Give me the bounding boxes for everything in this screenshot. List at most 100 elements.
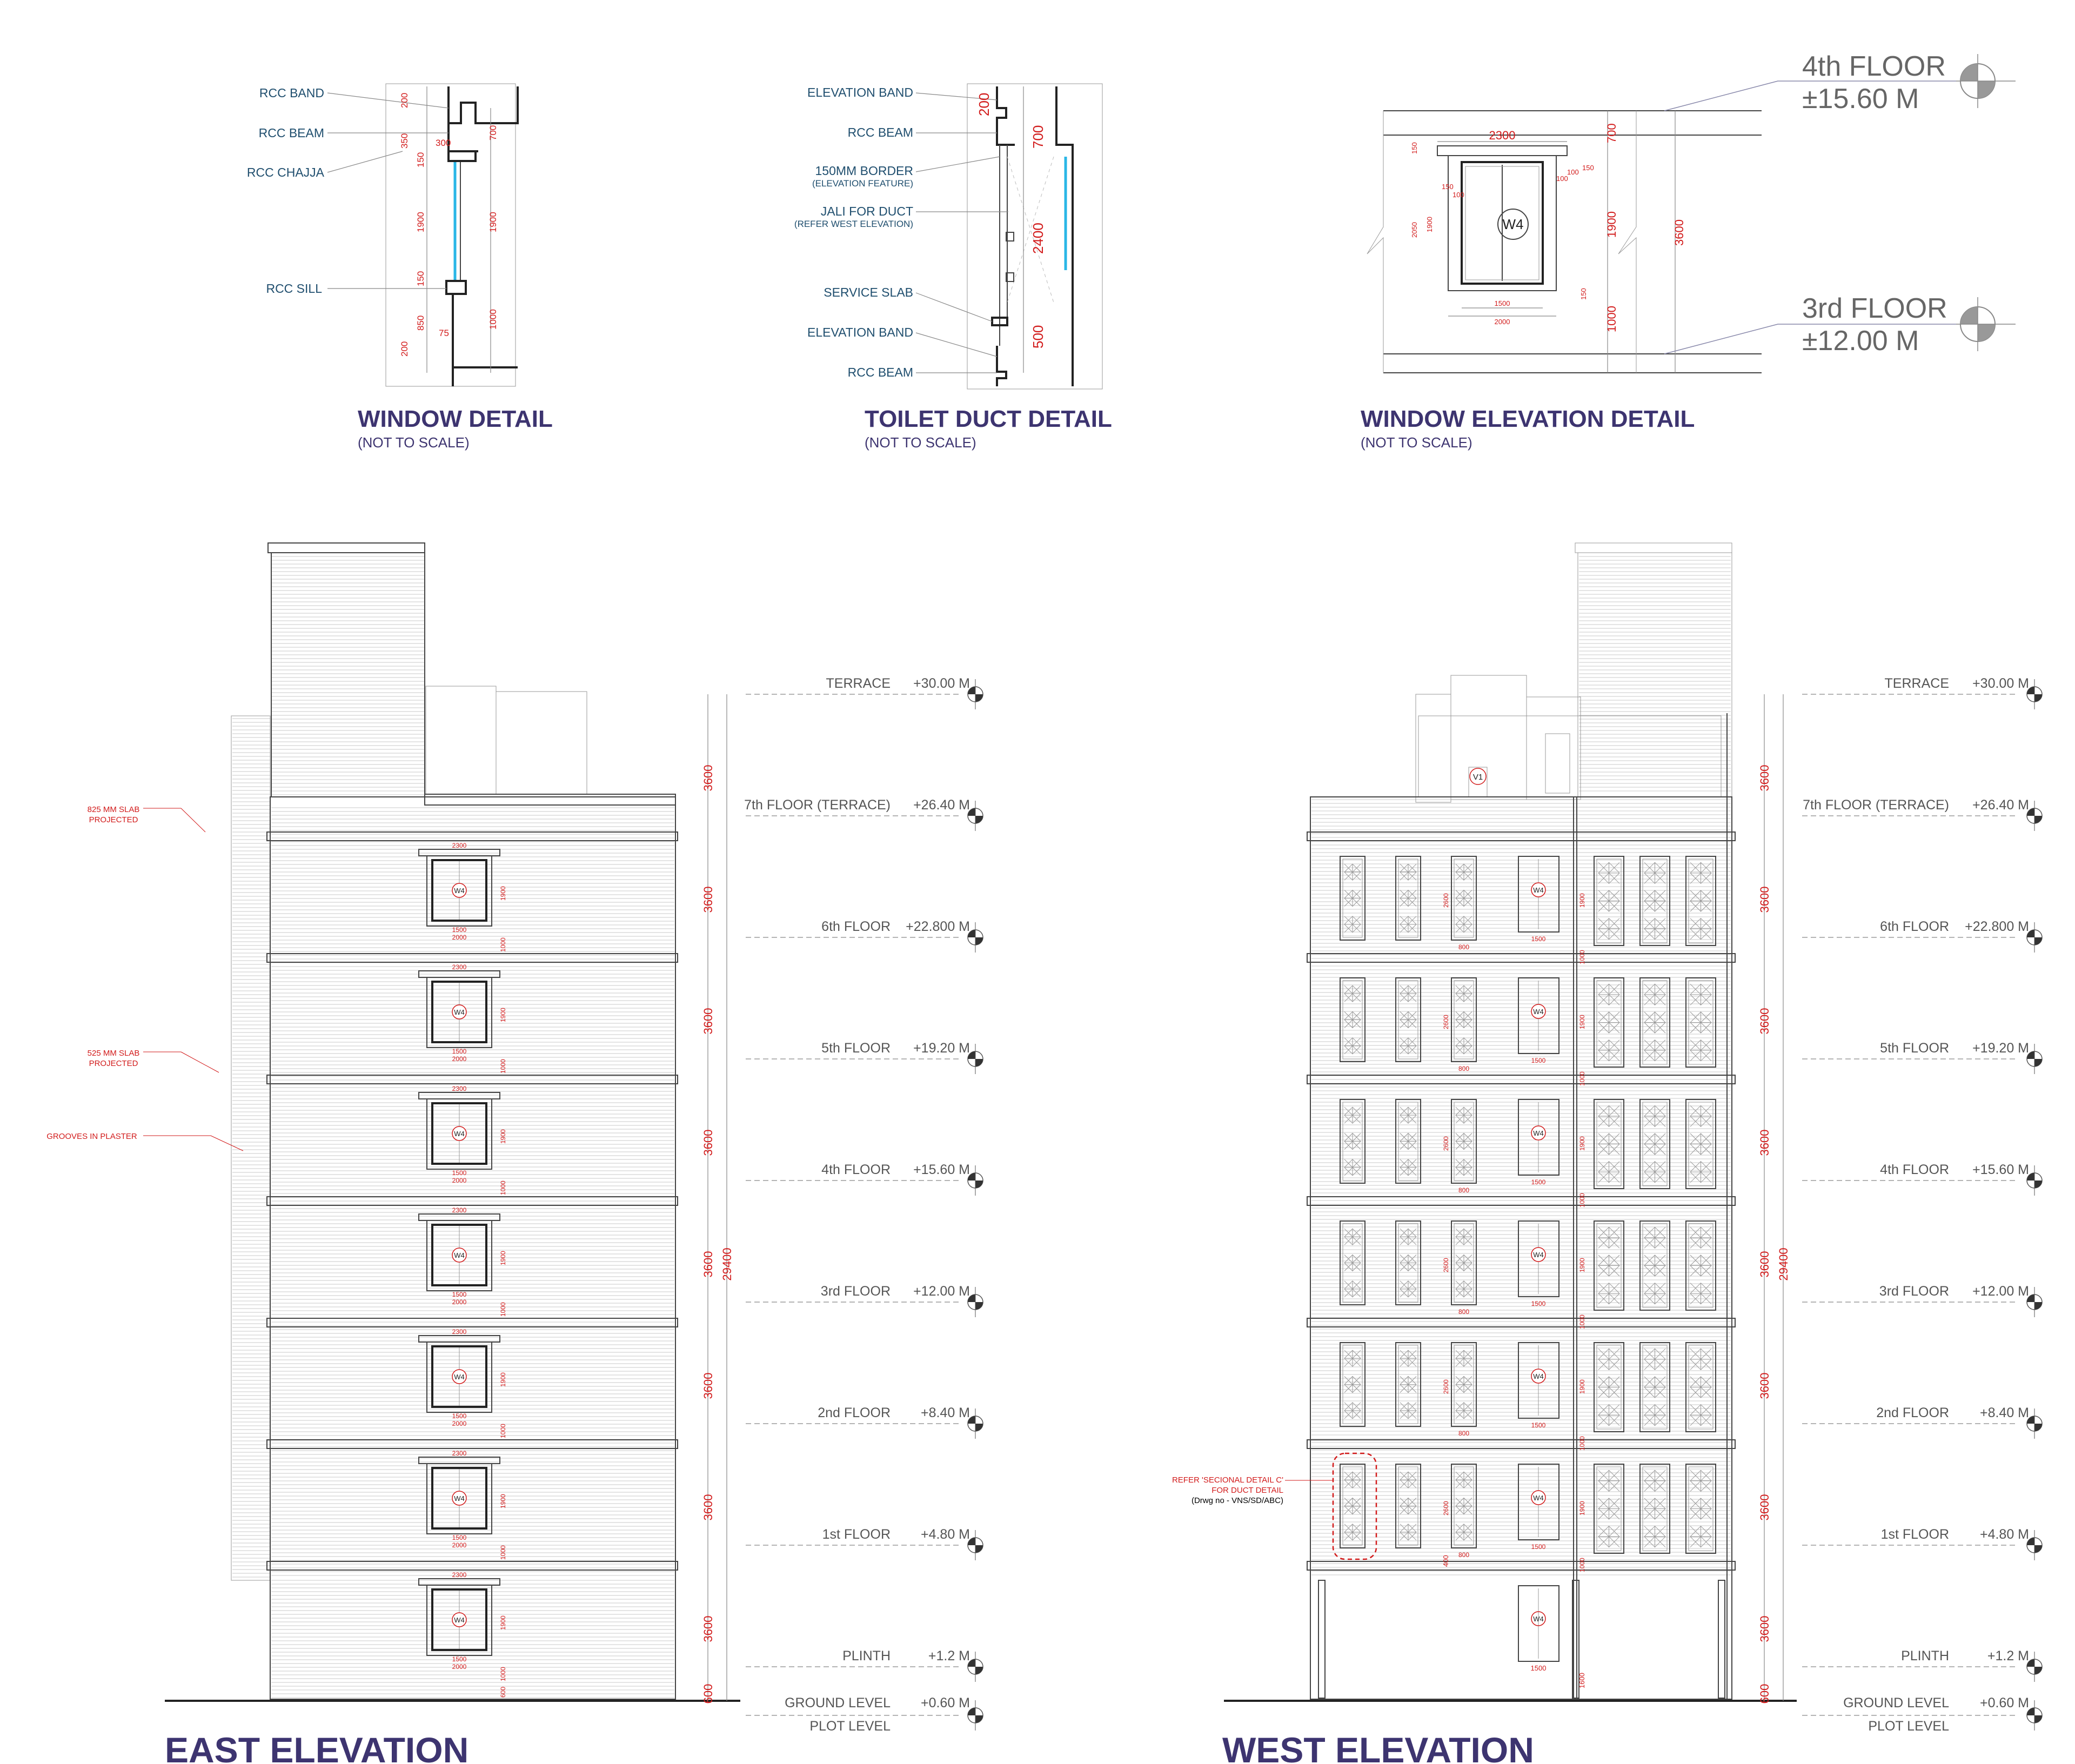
dim-storey: 3600: [1758, 1616, 1771, 1642]
dim-700: 700: [488, 125, 498, 140]
dim-200: 200: [976, 93, 992, 116]
toilet-duct-subtitle: (NOT TO SCALE): [865, 434, 976, 451]
jali-pattern: [1644, 1348, 1666, 1371]
dim-150-sill: 150: [1579, 288, 1588, 300]
level-value: +0.60 M: [921, 1695, 970, 1711]
dim-right-sill: 1000: [1578, 1193, 1586, 1208]
label-elevation-band: ELEVATION BAND: [807, 85, 913, 99]
jali-pattern: [1644, 1404, 1666, 1426]
jali-panel: [1685, 977, 1716, 1068]
jali-panel: [1639, 856, 1670, 946]
jali-pattern: [1598, 917, 1620, 940]
w4-tag: W4: [1533, 886, 1544, 894]
window-surround: [426, 1220, 492, 1291]
w4-tag-circle: [452, 1491, 467, 1506]
window-elevation-subtitle: (NOT TO SCALE): [1361, 434, 1472, 451]
level-value: +1.2 M: [928, 1648, 970, 1664]
window-w4: [431, 1467, 487, 1530]
jali-pattern: [1400, 1011, 1417, 1029]
jali-pattern: [1455, 1228, 1472, 1245]
jali-pattern: [1598, 1525, 1620, 1548]
level-name: 3rd FLOOR: [821, 1284, 891, 1299]
w4-tag: W4: [1533, 1129, 1544, 1137]
dim-1500: 1500: [1495, 299, 1510, 307]
window-w4: [1518, 856, 1559, 933]
big-level-name-3rd: 3rd FLOOR: [1802, 293, 1947, 324]
east-elevation-title: EAST ELEVATION: [165, 1730, 468, 1764]
window-w4: [1518, 1585, 1559, 1662]
note-leader: [180, 1051, 219, 1073]
jali-pattern: [1598, 1133, 1620, 1155]
stair-tower-cap: [1575, 542, 1732, 553]
dim-1900-inner: 1900: [1425, 217, 1434, 232]
jali-panel: [1395, 1342, 1421, 1427]
level-marker-icon: [2026, 1044, 2043, 1074]
big-level-value-4th: ±15.60 M: [1802, 83, 1919, 115]
level-value: +30.00 M: [913, 676, 970, 691]
dim-window-height: 1900: [499, 886, 507, 901]
note-leader: [180, 808, 206, 833]
w4-tag: W4: [1533, 1494, 1544, 1502]
break-line-right: [1618, 111, 1637, 373]
window-chajja: [418, 1213, 500, 1221]
jali-inner: [1454, 1223, 1474, 1303]
jali-panel: [1451, 1464, 1477, 1548]
jali-panel: [1340, 1342, 1366, 1427]
jali-pattern: [1400, 1524, 1417, 1541]
w4-tag-circle: [452, 1126, 467, 1141]
level-leader: [1664, 81, 1956, 111]
dim-700: 700: [1605, 123, 1618, 143]
jali-pattern: [1644, 1282, 1666, 1305]
window-frame-w4: [1461, 161, 1544, 285]
jali-panel: [1340, 1099, 1366, 1184]
label-rcc-beam-lower: RCC BEAM: [848, 365, 913, 379]
jali-pattern: [1644, 1011, 1666, 1034]
dim-window-sill: 1000: [499, 1059, 507, 1074]
dim-200-bottom: 200: [399, 341, 410, 357]
jali-pattern: [1455, 1254, 1472, 1272]
jali-pattern: [1455, 985, 1472, 1002]
jali-pattern: [1455, 1471, 1472, 1488]
jali-block: [1006, 232, 1014, 242]
v1-tag-circle: [1469, 768, 1487, 785]
dim-2050: 2050: [1410, 222, 1418, 238]
window-w4: [431, 859, 487, 922]
dim-150-c: 150: [1582, 164, 1594, 172]
window-surround: [426, 977, 492, 1048]
jali-panel: [1395, 1464, 1421, 1548]
jali-inner: [1454, 1345, 1474, 1424]
big-level-name-4th: 4th FLOOR: [1802, 51, 1946, 82]
dim-1500: 1500: [1531, 1664, 1547, 1672]
dim-150-sill: 150: [416, 271, 426, 286]
jali-pattern: [1644, 1226, 1666, 1249]
duct-highlight: [1332, 1452, 1377, 1560]
jali-pattern: [1400, 1376, 1417, 1393]
level-marker-icon: [967, 1287, 983, 1317]
dim-storey: 3600: [701, 887, 715, 913]
level-value: +19.20 M: [913, 1041, 970, 1056]
jali-pattern: [1344, 1376, 1361, 1393]
jali-panel: [1594, 1099, 1624, 1189]
floor-band: [266, 831, 678, 841]
toilet-duct-detail: ELEVATION BAND RCC BEAM 150MM BORDER (EL…: [794, 83, 1112, 451]
jali-pattern: [1690, 862, 1712, 884]
jali-pattern: [1344, 1132, 1361, 1150]
sublabel-elevation-feature: (ELEVATION FEATURE): [812, 178, 913, 189]
dim-w4-width: 1500: [1531, 1543, 1546, 1551]
floor-band: [1307, 1318, 1736, 1327]
v1-tag: V1: [1473, 773, 1483, 782]
label-150mm-border: 150MM BORDER: [815, 164, 913, 178]
jali-pattern: [1455, 1497, 1472, 1515]
jali-pattern: [1344, 863, 1361, 881]
jali-inner: [1688, 980, 1713, 1065]
jali-panel: [1340, 856, 1366, 941]
level-marker-icon: [967, 922, 983, 953]
stilt-column: [1718, 1580, 1725, 1699]
rcc-beam-section: [447, 123, 478, 152]
dim-350: 350: [399, 133, 410, 149]
window-surround: [426, 1585, 492, 1656]
plaster-grooves: [1311, 556, 1731, 1575]
jali-pattern: [1598, 1105, 1620, 1128]
sublabel-refer-west-elevation: (REFER WEST ELEVATION): [794, 219, 913, 229]
jali-panel: [1451, 856, 1477, 941]
